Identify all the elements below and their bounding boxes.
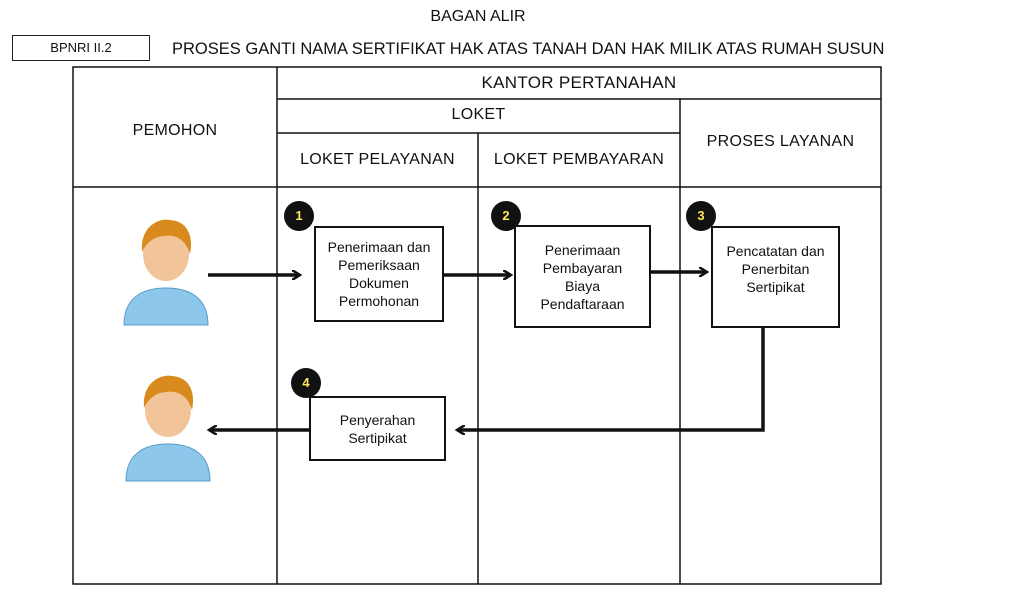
step-3-line: Penerbitan [741,261,810,277]
page-title: BAGAN ALIR [430,8,526,25]
step-1-line: Dokumen [349,275,409,291]
step-1-badge: 1 [284,201,314,231]
header-proses-layanan: PROSES LAYANAN [706,133,855,150]
header-kantor-pertanahan: KANTOR PERTANAHAN [481,73,677,92]
step-2-badge: 2 [491,201,521,231]
step-2-box: Penerimaan Pembayaran Biaya Pendaftaraan [514,225,651,328]
step-2-line: Biaya [564,277,601,294]
step-3-box: Pencatatan dan Penerbitan Sertipikat [711,226,840,328]
step-2-line: Pembayaran [542,259,623,276]
person-icon [125,375,211,482]
step-3-line: Pencatatan dan [726,243,825,259]
header-loket-pembayaran: LOKET PEMBAYARAN [493,151,665,168]
step-4-line: Penyerahan [339,411,416,428]
header-loket-pelayanan: LOKET PELAYANAN [300,151,455,168]
step-4-badge: 4 [291,368,321,398]
step-4-line: Sertipikat [348,429,407,446]
step-3-badge: 3 [686,201,716,231]
person-icon [123,219,209,326]
table-border [72,66,882,585]
step-4-box: Penyerahan Sertipikat [309,396,446,461]
arrow-step3-to-step4 [458,327,765,430]
step-1-line: Penerimaan dan [327,239,431,255]
step-2-line: Penerimaan [544,241,621,258]
header-loket: LOKET [451,106,506,123]
document-code: BPNRI II.2 [12,35,150,61]
step-1-box: Penerimaan dan Pemeriksaan Dokumen Permo… [314,226,444,322]
header-pemohon: PEMOHON [132,122,218,139]
page-subtitle: PROSES GANTI NAMA SERTIFIKAT HAK ATAS TA… [172,40,885,58]
step-2-line: Pendaftaraan [540,295,625,312]
step-3-line: Sertipikat [746,279,805,295]
step-1-line: Permohonan [338,293,420,309]
step-1-line: Pemeriksaan [338,257,420,273]
